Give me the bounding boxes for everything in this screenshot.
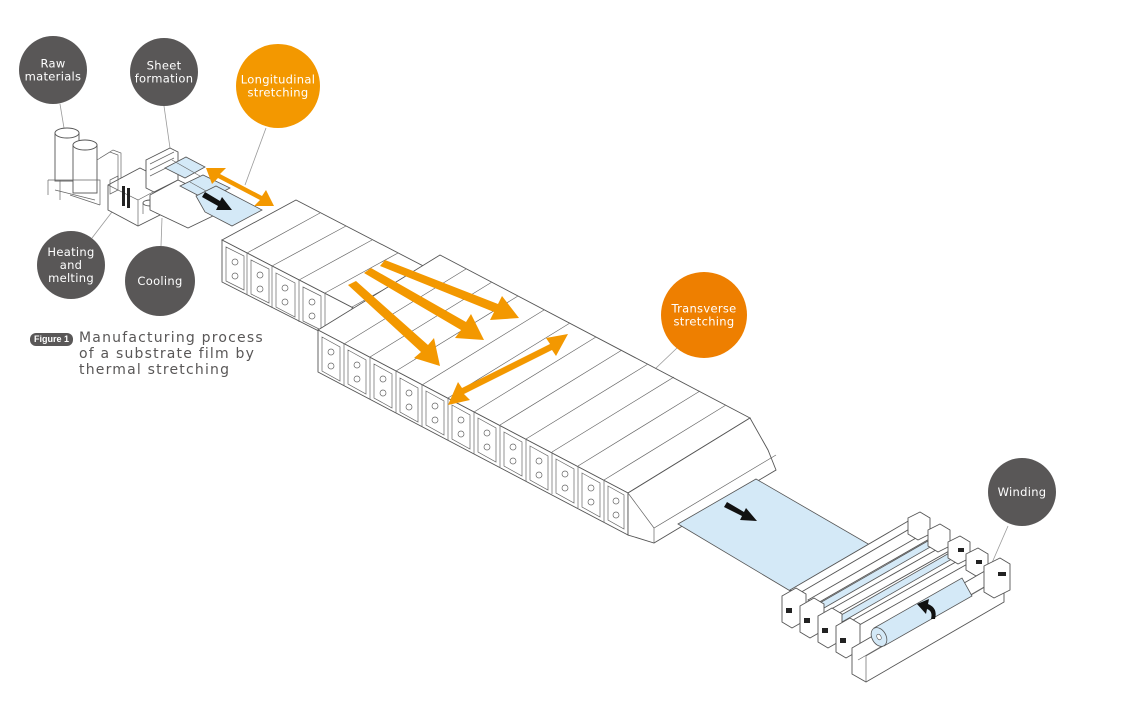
transverse-oven: [317, 254, 777, 544]
transverse-fan-arrows: [348, 260, 519, 366]
longitudinal-stretch-arrow: [206, 168, 274, 206]
sheet-formation-machine: [145, 147, 231, 229]
fan-arrow-1: [348, 281, 440, 366]
winding-unit: [781, 511, 1011, 683]
transverse-stretch-arrow: [448, 334, 568, 405]
bubble-circle: [661, 272, 747, 358]
bubble-circle: [988, 458, 1056, 526]
leader-sheet-formation: [163, 105, 171, 149]
bubble-label: Sheet: [147, 59, 182, 73]
bubble-label: stretching: [674, 315, 735, 329]
fan-arrow-3: [380, 260, 519, 320]
stage-bubble-winding: Winding: [988, 458, 1056, 526]
bubble-label: materials: [25, 70, 82, 84]
oven-exit-hood: [627, 417, 777, 544]
bubble-label: Transverse: [670, 302, 736, 316]
bubble-label: formation: [135, 72, 194, 86]
caption-text: Manufacturing process of a substrate fil…: [79, 330, 264, 378]
oven-door-panels: [225, 246, 322, 331]
film-strip-initial: [195, 185, 263, 227]
bubble-label: Cooling: [137, 274, 182, 288]
bubble-label: Winding: [998, 485, 1047, 499]
fan-arrow-2: [364, 268, 484, 340]
oven-door-panels-transverse: [321, 336, 625, 530]
bubble-circle: [37, 231, 105, 299]
flow-arrows: [202, 192, 936, 619]
leader-heating: [91, 207, 116, 239]
bubble-label: Heating: [47, 245, 94, 259]
bubble-label: stretching: [248, 86, 309, 100]
leader-longitudinal: [244, 127, 267, 186]
bubble-circle: [236, 44, 320, 128]
caption-line: Manufacturing process: [79, 330, 264, 346]
bubble-circle: [125, 246, 195, 316]
bubble-label: Longitudinal: [241, 73, 315, 87]
winding-rotation-arrow: [917, 599, 936, 619]
caption-line: thermal stretching: [79, 362, 231, 378]
caption-line: of a substrate film by: [79, 346, 256, 362]
bubble-label: melting: [48, 271, 94, 285]
figure-badge: Figure 1: [30, 333, 74, 346]
bubble-circle: [130, 38, 198, 106]
stretching-arrows: [206, 168, 568, 405]
flow-arrow-sheet: [202, 192, 232, 210]
leader-cooling: [160, 217, 163, 247]
bubble-circle: [19, 36, 87, 104]
figure-caption: Figure 1 Manufacturing process of a subs…: [30, 330, 264, 378]
bubble-label: Raw: [40, 57, 65, 71]
roller-end-blocks: [781, 511, 989, 659]
raw-material-silos: [47, 127, 122, 206]
bubble-label: and: [60, 258, 83, 272]
stage-bubble-cooling: Cooling: [125, 246, 195, 316]
flow-arrow-film: [724, 502, 757, 521]
